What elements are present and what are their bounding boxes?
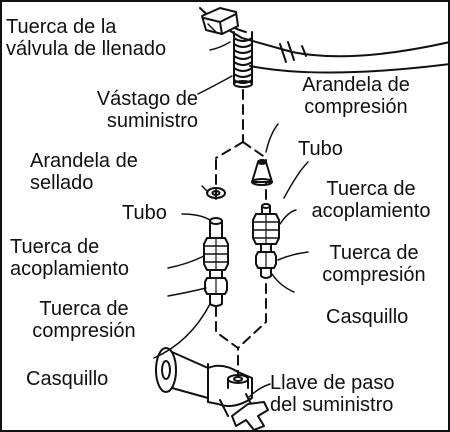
label-compression-nut-right-line1: Tuerca de (329, 242, 419, 264)
label-fill-valve-nut: Tuerca de la válvula de llenado (6, 16, 166, 60)
label-compression-washer: Arandela de compresión (270, 74, 442, 118)
label-supply-stop-valve: Llave de paso del suministro (270, 372, 395, 416)
label-ferrule-right: Casquillo (326, 306, 409, 328)
label-tube-right: Tubo (298, 138, 343, 160)
label-supply-stem: Vástago de suministro (42, 88, 198, 132)
supply-stop-valve (155, 347, 269, 430)
label-coupling-nut-right-line2: acoplamiento (311, 200, 431, 222)
label-supply-stem-line2: suministro (106, 110, 198, 132)
leader-lines (153, 41, 309, 399)
label-compression-nut-left: Tuerca de compresión (18, 298, 150, 342)
label-coupling-nut-right: Tuerca de acoplamiento (298, 178, 444, 222)
label-coupling-nut-left-line1: Tuerca de (10, 236, 100, 258)
label-sealing-washer: Arandela de sellado (30, 150, 138, 194)
label-coupling-nut-left: Tuerca de acoplamiento (10, 236, 129, 280)
label-ferrule-left: Casquillo (26, 368, 109, 390)
label-compression-nut-left-line2: compresión (32, 320, 136, 342)
label-supply-stop-valve-line2: del suministro (270, 394, 394, 416)
label-compression-nut-right-line2: compresión (322, 264, 426, 286)
label-compression-washer-line1: Arandela de (302, 74, 410, 96)
label-supply-stem-line1: Vástago de (96, 88, 198, 110)
label-supply-stop-valve-line1: Llave de paso (270, 372, 395, 394)
supply-stem (233, 31, 253, 88)
label-coupling-nut-left-line2: acoplamiento (10, 258, 129, 280)
fill-valve-nut (201, 7, 239, 35)
label-tube-left: Tubo (122, 202, 167, 224)
compression-washer (251, 159, 273, 186)
label-compression-washer-line2: compresión (304, 96, 408, 118)
label-fill-valve-nut-line2: válvula de llenado (6, 38, 167, 60)
label-fill-valve-nut-line1: Tuerca de la (6, 16, 117, 38)
label-compression-nut-right: Tuerca de compresión (306, 242, 442, 286)
label-coupling-nut-right-line1: Tuerca de (326, 178, 416, 200)
right-tube-assembly (252, 203, 280, 279)
sealing-washer (206, 187, 226, 199)
label-sealing-washer-line1: Arandela de (30, 150, 138, 172)
label-sealing-washer-line2: sellado (30, 172, 94, 194)
left-tube-assembly (203, 217, 229, 307)
label-compression-nut-left-line1: Tuerca de (39, 298, 129, 320)
